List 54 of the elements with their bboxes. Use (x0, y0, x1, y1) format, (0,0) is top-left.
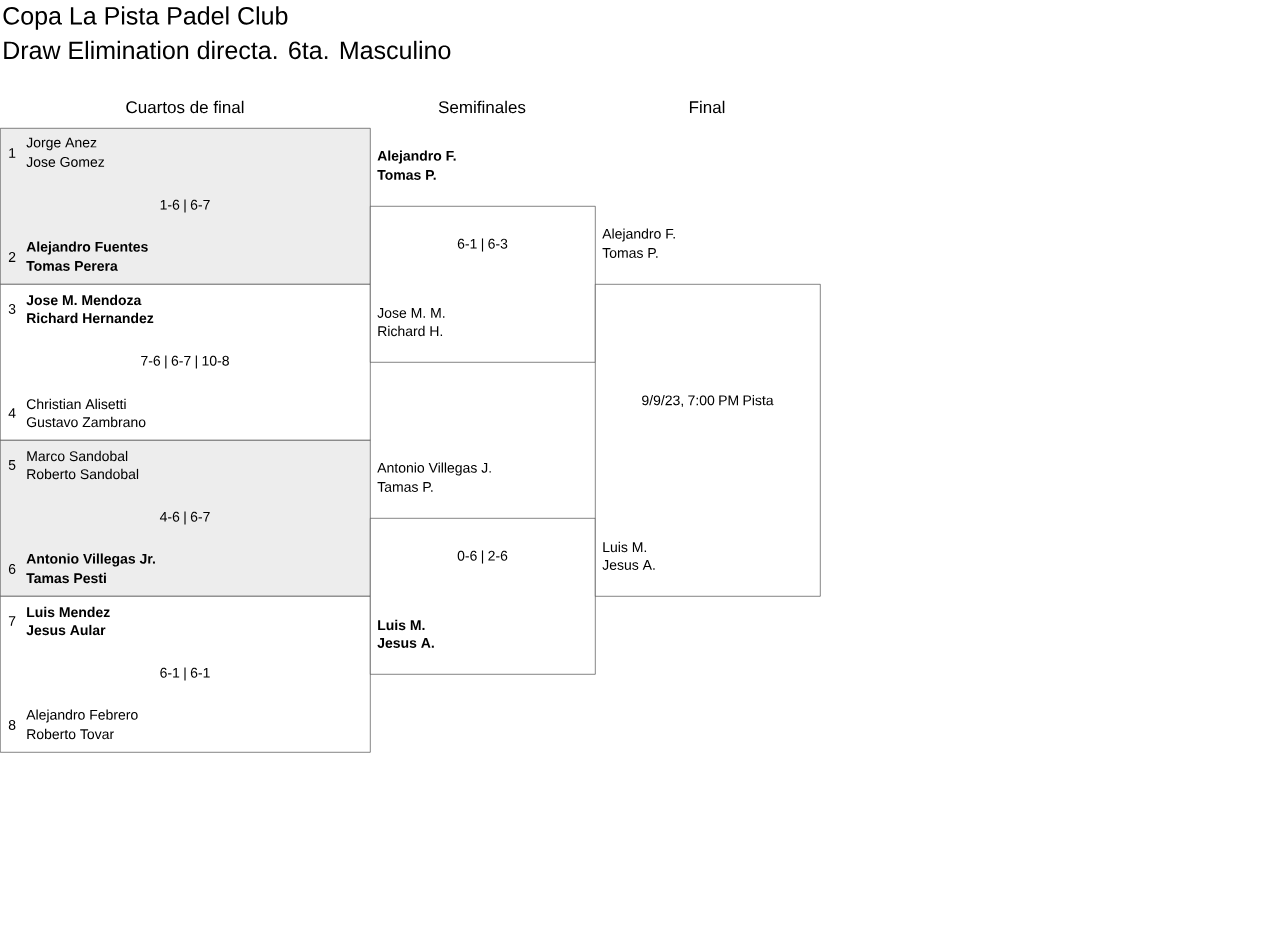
player-name: Roberto Tovar (27, 728, 114, 740)
player-name: Luis M. (378, 619, 425, 631)
player-name: Luis M. (603, 541, 647, 553)
title: Copa La Pista Padel Club (3, 6, 288, 30)
player-name: Alejandro F. (602, 228, 675, 242)
seed-number: 5 (8, 460, 16, 470)
player-name: Antonio Villegas J. (377, 462, 491, 476)
match-score: 0-6 | 2-6 (457, 550, 508, 564)
player-name: Tamas Pesti (26, 572, 106, 584)
match-box (0, 440, 371, 597)
match-score: 4-6 | 6-7 (159, 511, 210, 525)
player-name: Alejandro Febrero (26, 709, 138, 723)
player-name: Roberto Sandobal (27, 468, 139, 480)
player-name: Richard H. (378, 325, 443, 337)
match-box (0, 128, 371, 285)
match-score: 7-6 | 6-7 | 10-8 (141, 355, 229, 369)
player-name: Tomas P. (377, 170, 436, 180)
player-name: Christian Alisetti (26, 398, 126, 410)
match-box (0, 284, 371, 441)
seed-number: 6 (8, 564, 16, 574)
seed-number: 4 (8, 408, 16, 418)
column-heading: Semifinales (438, 100, 526, 114)
match-score: 1-6 | 6-7 (160, 199, 210, 213)
player-name: Richard Hernandez (27, 312, 154, 324)
player-name: Gustavo Zambrano (26, 416, 146, 428)
player-name: Jose M. M. (377, 308, 445, 318)
seed-number: 2 (8, 252, 16, 262)
seed-number: 7 (8, 616, 16, 626)
match-box (0, 596, 371, 753)
player-name: Tomas Perera (26, 261, 118, 271)
player-name: Alejandro Fuentes (26, 241, 148, 255)
player-name: Antonio Villegas Jr. (26, 553, 155, 567)
match-box (370, 462, 596, 675)
seed-number: 1 (9, 148, 16, 158)
match-box (595, 228, 821, 597)
player-name: Jorge Anez (26, 137, 97, 151)
player-name: Marco Sandobal (27, 450, 128, 462)
player-name: Jesus Aular (26, 624, 106, 636)
player-name: Jose Gomez (26, 157, 105, 167)
seed-number: 3 (8, 304, 16, 314)
player-name: Jose M. Mendoza (26, 294, 142, 306)
seed-number: 8 (8, 720, 16, 730)
column-heading: Final (690, 100, 725, 114)
player-name: Jesus A. (377, 638, 434, 648)
player-name: Alejandro F. (377, 150, 456, 164)
subtitle: Draw Elimination directa. 6ta. Masculino (4, 40, 451, 60)
match-score: 6-1 | 6-3 (457, 238, 508, 252)
player-name: Jesus A. (602, 560, 655, 570)
match-box (370, 150, 596, 363)
player-name: Tamas P. (377, 482, 433, 492)
player-name: Tomas P. (602, 248, 658, 258)
match-info: 9/9/23, 7:00 PM Pista (642, 395, 774, 407)
player-name: Luis Mendez (27, 606, 110, 618)
match-score: 6-1 | 6-1 (160, 667, 210, 681)
